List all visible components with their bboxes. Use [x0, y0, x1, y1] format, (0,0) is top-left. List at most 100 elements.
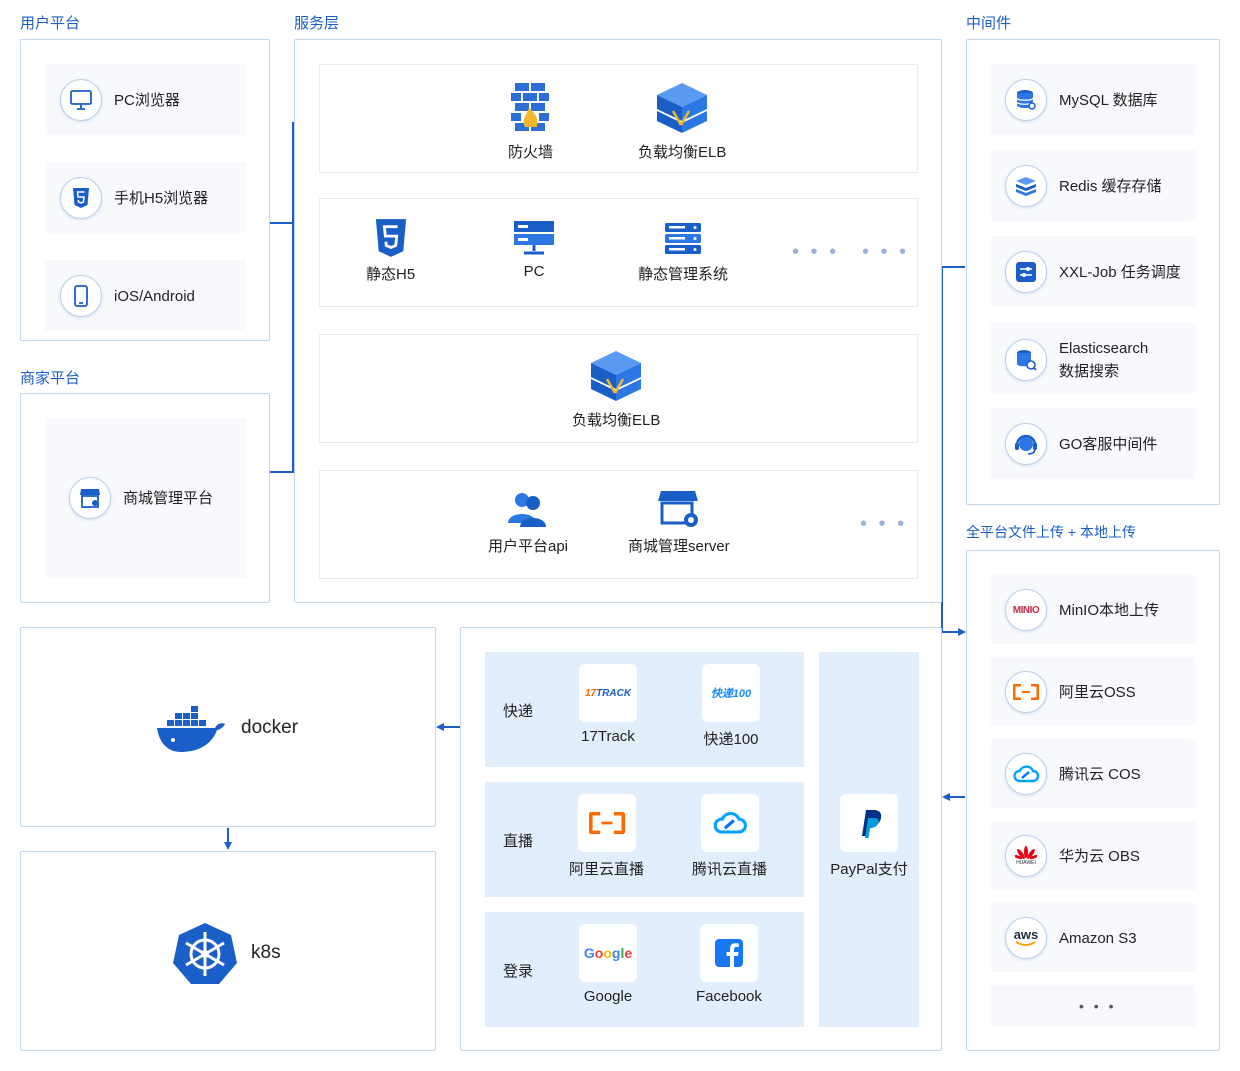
aliyun-logo-icon [577, 794, 636, 852]
live-label: 直播 [503, 833, 534, 850]
shop-icon [69, 477, 111, 519]
google-logo-icon: Google [579, 924, 637, 982]
firewall-service: 防火墙 [508, 81, 553, 162]
mall-server-label: 商城管理server [628, 538, 730, 555]
merchant-platform-title: 商家平台 [20, 370, 81, 387]
h5-browser-card: 手机H5浏览器 [45, 162, 246, 233]
elb-card: 负载均衡ELB [319, 334, 918, 443]
user-platform-title: 用户平台 [20, 15, 81, 32]
kuaidi100-label: 快递100 [703, 731, 759, 748]
upload-title: 全平台文件上传 + 本地上传 [966, 524, 1136, 540]
more-upload-card: • • • [991, 985, 1196, 1027]
frontend-card: 静态H5 PC 静态管理系统 • • • • • • [319, 198, 918, 307]
data-search-label: 数据搜索 [1059, 363, 1120, 380]
paypal-label: PayPal支付 [830, 861, 908, 878]
kuaidi100-service: 快递100 快递100 [702, 664, 760, 749]
track17-label: 17Track [581, 728, 635, 745]
express-label: 快递 [503, 703, 534, 720]
server-rack-icon [665, 223, 701, 254]
merchant-platform-panel: 商城管理平台 [20, 393, 270, 603]
search-database-icon [1005, 339, 1047, 381]
aliyun-oss-card: 阿里云OSS [991, 657, 1196, 726]
elb-top-label: 负载均衡ELB [638, 144, 727, 161]
login-band: 登录 Google Google Facebook [485, 912, 804, 1027]
elasticsearch-label: Elasticsearch [1059, 340, 1149, 357]
h5-browser-label: 手机H5浏览器 [114, 189, 209, 207]
huawei-logo-icon: HUAWEI [1005, 835, 1047, 877]
scheduler-icon [1005, 251, 1047, 293]
paypal-service: PayPal支付 [828, 794, 910, 879]
third-party-panel: 快递 17TRACK 17Track 快递100 快递100 直播 阿里云直播 … [460, 627, 942, 1051]
tencent-cos-card: 腾讯云 COS [991, 739, 1196, 808]
user-platform-panel: PC浏览器 手机H5浏览器 iOS/Android [20, 39, 270, 341]
amazon-s3-card: aws Amazon S3 [991, 903, 1196, 972]
pc-browser-label: PC浏览器 [114, 91, 180, 109]
google-label: Google [583, 988, 633, 1005]
minio-card: MINIO MinIO本地上传 [991, 575, 1196, 644]
track17-logo-icon: 17TRACK [579, 664, 637, 722]
aliyun-live-service: 阿里云直播 [569, 794, 644, 879]
headset-icon [1005, 423, 1047, 465]
html5-icon [60, 177, 102, 219]
go-service-card: GO客服中间件 [991, 408, 1196, 479]
upload-panel: MINIO MinIO本地上传 阿里云OSS 腾讯云 COS HUAWEI 华为… [966, 550, 1220, 1051]
mall-server-service: 商城管理server [628, 489, 730, 556]
tencent-cos-label: 腾讯云 COS [1059, 765, 1141, 783]
static-admin-service: 静态管理系统 [638, 219, 728, 284]
docker-whale-icon [157, 706, 225, 752]
facebook-logo-icon [699, 924, 758, 982]
mall-admin-label: 商城管理平台 [123, 489, 214, 507]
user-api-service: 用户平台api [488, 489, 568, 556]
minio-logo-icon: MINIO [1005, 589, 1047, 631]
pc-browser-card: PC浏览器 [45, 64, 246, 135]
gateway-card: 防火墙 负载均衡ELB [319, 64, 918, 173]
pc-service-label: PC [523, 263, 545, 280]
phone-icon [60, 275, 102, 317]
amazon-s3-label: Amazon S3 [1059, 929, 1137, 947]
more-upload-dots: • • • [1079, 998, 1117, 1014]
k8s-label: k8s [251, 942, 281, 963]
firewall-label: 防火墙 [508, 144, 554, 161]
k8s-panel: k8s [20, 851, 436, 1051]
huawei-obs-card: HUAWEI 华为云 OBS [991, 821, 1196, 890]
load-balancer-icon [591, 351, 642, 401]
login-label: 登录 [503, 963, 534, 980]
huawei-obs-label: 华为云 OBS [1059, 847, 1140, 865]
users-icon [508, 493, 547, 527]
mobile-app-label: iOS/Android [114, 287, 195, 305]
static-admin-label: 静态管理系统 [638, 266, 729, 283]
redis-icon [1005, 165, 1047, 207]
docker-label: docker [241, 717, 299, 738]
docker-panel: docker [20, 627, 436, 827]
more-frontend-dots-2: • • • [862, 241, 910, 263]
live-band: 直播 阿里云直播 腾讯云直播 [485, 782, 804, 897]
mall-admin-card: 商城管理平台 [45, 418, 246, 578]
mysql-card: MySQL 数据库 [991, 64, 1196, 135]
track17-service: 17TRACK 17Track [579, 664, 637, 745]
static-h5-label: 静态H5 [366, 266, 416, 283]
kubernetes-icon [173, 923, 237, 984]
xxljob-label: XXL-Job 任务调度 [1059, 263, 1181, 281]
tencent-live-service: 腾讯云直播 [692, 794, 767, 879]
elb-service-top: 负载均衡ELB [638, 81, 726, 162]
redis-card: Redis 缓存存储 [991, 150, 1196, 221]
firewall-icon [510, 83, 549, 131]
facebook-service: Facebook [696, 924, 762, 1005]
go-service-label: GO客服中间件 [1059, 435, 1158, 453]
aliyun-oss-label: 阿里云OSS [1059, 683, 1136, 701]
database-icon [1005, 79, 1047, 121]
server-monitor-icon [514, 221, 554, 255]
elb-middle-label: 负载均衡ELB [572, 412, 661, 429]
express-band: 快递 17TRACK 17Track 快递100 快递100 [485, 652, 804, 767]
more-backend-dots: • • • [860, 513, 908, 535]
middleware-panel: MySQL 数据库 Redis 缓存存储 XXL-Job 任务调度 Elasti… [966, 39, 1220, 505]
middleware-title: 中间件 [966, 15, 1012, 32]
aliyun-logo-icon [1005, 671, 1047, 713]
shop-gear-icon [657, 491, 698, 527]
kuaidi100-logo-icon: 快递100 [702, 664, 760, 722]
google-service: Google Google [579, 924, 637, 1005]
tencent-live-label: 腾讯云直播 [692, 861, 768, 878]
backend-card: 用户平台api 商城管理server • • • [319, 470, 918, 579]
tencent-cloud-icon [700, 794, 759, 852]
pc-service: PC [514, 219, 554, 280]
